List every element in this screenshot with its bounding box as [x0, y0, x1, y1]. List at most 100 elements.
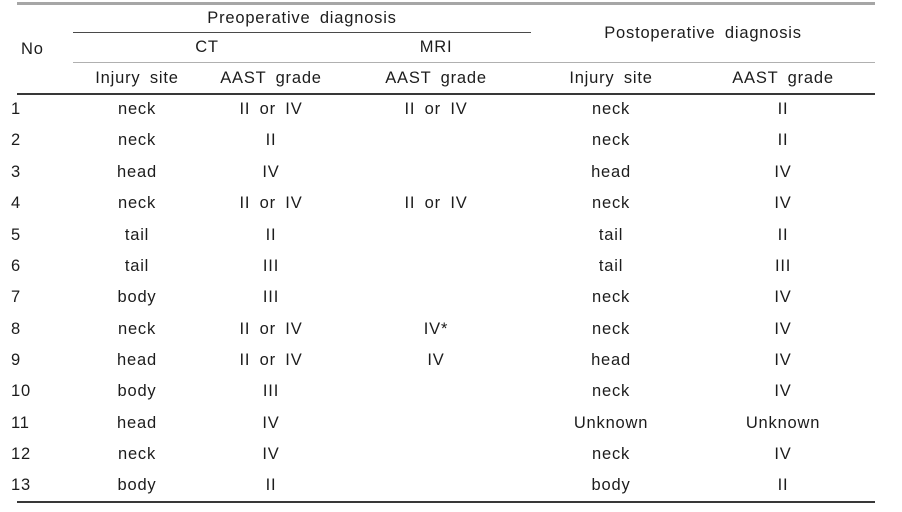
cell-mri-aast-grade — [341, 407, 531, 438]
cell-mri-aast-grade: IV* — [423, 319, 449, 338]
cell-post-aast-grade: IV — [774, 162, 792, 181]
table-row: 7 body III neck IV — [11, 282, 875, 313]
cell-ct-injury-site: head — [117, 413, 157, 432]
cell-ct-injury-site: head — [117, 162, 157, 181]
cell-post-injury-site: tail — [598, 225, 624, 244]
cell-mri-aast-grade — [341, 219, 531, 250]
cell-post-injury-site: neck — [592, 288, 631, 307]
cell-ct-aast-grade: III — [262, 288, 280, 307]
table-row: 4 neck II or IV II or IV neck IV — [11, 188, 875, 219]
diagnosis-table: No Preoperative diagnosis Postoperative … — [11, 2, 876, 503]
cell-no: 6 — [11, 256, 21, 275]
cell-post-injury-site: neck — [592, 445, 631, 464]
cell-post-injury-site: Unknown — [573, 413, 649, 432]
cell-ct-injury-site: tail — [124, 225, 150, 244]
header-row-modalities: CT MRI — [17, 32, 875, 63]
cell-mri-aast-grade — [341, 376, 531, 407]
cell-no: 13 — [11, 476, 31, 495]
cell-no: 3 — [11, 162, 21, 181]
col-header-post-aast-grade: AAST grade — [691, 62, 876, 95]
group-header-mri: MRI — [341, 32, 532, 63]
cell-post-aast-grade: II — [777, 476, 789, 495]
cell-ct-aast-grade: II — [265, 476, 277, 495]
cell-post-injury-site: head — [591, 162, 631, 181]
col-header-ct-injury-site: Injury site — [73, 62, 201, 95]
cell-ct-injury-site: body — [117, 288, 157, 307]
cell-post-injury-site: neck — [592, 194, 631, 213]
cell-mri-aast-grade — [341, 439, 531, 470]
col-header-ct-aast-grade: AAST grade — [201, 62, 341, 95]
cell-post-injury-site: head — [591, 351, 631, 370]
cell-post-aast-grade: Unknown — [745, 413, 821, 432]
cell-mri-aast-grade — [341, 250, 531, 281]
cell-ct-injury-site: body — [117, 476, 157, 495]
col-header-post-injury-site: Injury site — [531, 62, 692, 95]
group-header-postoperative: Postoperative diagnosis — [531, 3, 876, 63]
cell-ct-aast-grade: II or IV — [239, 194, 303, 213]
cell-mri-aast-grade — [341, 125, 531, 156]
cell-ct-aast-grade: II — [265, 131, 277, 150]
cell-no: 7 — [11, 288, 21, 307]
cell-ct-aast-grade: II or IV — [239, 100, 303, 119]
table-row: 6 tail III tail III — [11, 250, 875, 281]
cell-no: 9 — [11, 351, 21, 370]
table-row: 10 body III neck IV — [11, 376, 875, 407]
cell-ct-injury-site: tail — [124, 256, 150, 275]
table-row: 3 head IV head IV — [11, 156, 875, 187]
cell-post-aast-grade: IV — [774, 194, 792, 213]
group-header-preoperative: Preoperative diagnosis — [73, 3, 532, 33]
header-row-columns: Injury site AAST grade AAST grade Injury… — [17, 62, 876, 95]
cell-post-aast-grade: IV — [774, 288, 792, 307]
cell-mri-aast-grade: II or IV — [404, 194, 468, 213]
cell-post-aast-grade: II — [777, 225, 789, 244]
col-header-mri-aast-grade: AAST grade — [341, 62, 532, 95]
cell-ct-aast-grade: IV — [262, 445, 280, 464]
table-row: 1 neck II or IV II or IV neck II — [11, 94, 875, 125]
cell-mri-aast-grade: IV — [427, 351, 445, 370]
cell-post-injury-site: tail — [598, 256, 624, 275]
cell-no: 4 — [11, 194, 21, 213]
cell-post-injury-site: neck — [592, 319, 631, 338]
table-row: 5 tail II tail II — [11, 219, 875, 250]
header-row-groups: No Preoperative diagnosis Postoperative … — [17, 3, 876, 95]
cell-ct-aast-grade: III — [262, 256, 280, 275]
cell-no: 11 — [11, 413, 30, 432]
table-row: 13 body II body II — [11, 470, 875, 501]
cell-post-aast-grade: IV — [774, 319, 792, 338]
cell-ct-injury-site: neck — [117, 100, 157, 119]
group-header-ct: CT — [73, 32, 341, 63]
cell-ct-injury-site: body — [117, 382, 157, 401]
cell-post-aast-grade: IV — [774, 351, 792, 370]
col-header-no: No — [17, 3, 73, 95]
cell-mri-aast-grade — [341, 156, 531, 187]
cell-post-injury-site: neck — [592, 131, 631, 150]
cell-post-aast-grade: IV — [774, 382, 792, 401]
cell-mri-aast-grade — [341, 470, 531, 501]
cell-ct-aast-grade: IV — [262, 162, 280, 181]
cell-no: 1 — [11, 100, 21, 119]
cell-post-injury-site: body — [591, 476, 631, 495]
cell-no: 5 — [11, 225, 21, 244]
cell-ct-injury-site: neck — [117, 131, 157, 150]
cell-post-aast-grade: II — [777, 100, 789, 119]
cell-ct-aast-grade: II or IV — [239, 319, 303, 338]
cell-mri-aast-grade: II or IV — [404, 100, 468, 119]
cell-ct-injury-site: neck — [117, 194, 157, 213]
cell-no: 10 — [11, 382, 31, 401]
cell-post-aast-grade: IV — [774, 445, 792, 464]
cell-no: 12 — [11, 445, 31, 464]
cell-post-aast-grade: II — [777, 131, 789, 150]
cell-post-injury-site: neck — [592, 382, 631, 401]
cell-ct-aast-grade: II — [265, 225, 277, 244]
cell-post-injury-site: neck — [592, 100, 631, 119]
cell-ct-aast-grade: II or IV — [239, 351, 303, 370]
cell-post-aast-grade: III — [774, 256, 792, 275]
cell-no: 8 — [11, 319, 21, 338]
cell-ct-injury-site: head — [117, 351, 157, 370]
cell-ct-aast-grade: III — [262, 382, 280, 401]
